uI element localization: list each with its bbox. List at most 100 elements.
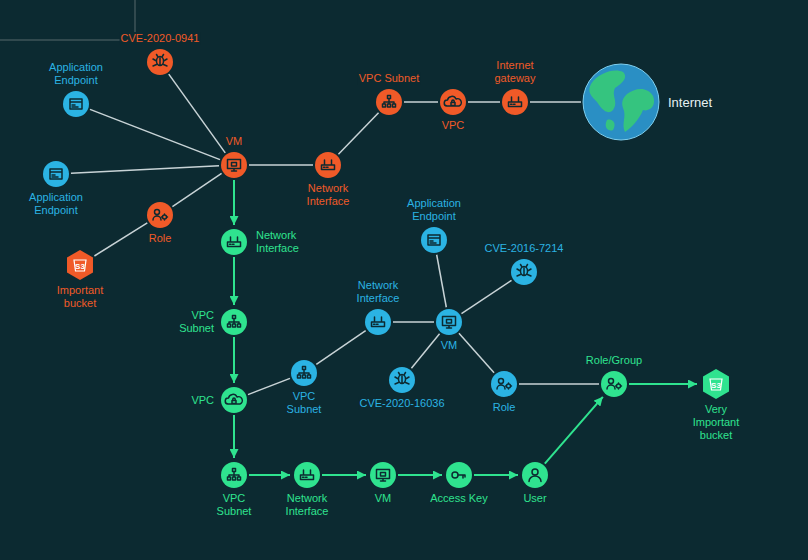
attack-path-arrow	[233, 257, 235, 305]
router-icon	[294, 462, 320, 488]
link-line	[338, 113, 378, 154]
endpoint-node: Application Endpoint	[421, 227, 447, 253]
node-label: Network Interface	[255, 229, 313, 255]
globe-icon	[583, 64, 659, 140]
endpoint-node: Application Endpoint	[43, 161, 69, 187]
link-line	[393, 321, 434, 323]
node-label: Network Interface	[347, 279, 409, 305]
node-label: Access Key	[429, 492, 488, 505]
bug-icon	[511, 259, 537, 285]
router-node: Network Interface	[315, 152, 341, 178]
bucket-mark: S3	[75, 262, 85, 271]
node-label: VPC Subnet	[173, 309, 215, 335]
node-label: VPC	[441, 119, 466, 132]
user-icon	[522, 462, 548, 488]
node-label: CVE-2016-7214	[484, 242, 565, 255]
router-node: Network Interface	[221, 229, 247, 255]
node-label: Important bucket	[49, 284, 111, 310]
router-icon	[315, 152, 341, 178]
role-node: Role/Group	[601, 371, 627, 397]
attack-path-arrow	[398, 474, 442, 476]
subnet-icon	[221, 462, 247, 488]
node-label: VM	[440, 339, 459, 352]
node-label: User	[522, 492, 547, 505]
endpoint-icon	[63, 91, 89, 117]
link-line	[90, 109, 220, 159]
vm-icon	[436, 309, 462, 335]
role-icon	[147, 202, 173, 228]
link-line	[411, 334, 439, 369]
vpc-node: VPC	[221, 387, 247, 413]
role-node: Role	[147, 202, 173, 228]
vm-icon	[221, 152, 247, 178]
router-node: Internet gateway	[502, 89, 528, 115]
node-label: Very Important bucket	[687, 403, 745, 442]
link-line	[519, 383, 599, 385]
node-label: VPC	[190, 394, 215, 407]
attack-path-arrow	[233, 337, 235, 383]
attack-path-arrow	[629, 383, 697, 385]
node-label: VM	[225, 135, 244, 148]
bug-icon	[389, 367, 415, 393]
node-label: VPC Subnet	[283, 390, 325, 416]
node-label: VM	[374, 492, 393, 505]
user-node: User	[522, 462, 548, 488]
node-label: Role/Group	[585, 354, 643, 367]
key-node: Access Key	[446, 462, 472, 488]
attack-path-arrow	[545, 397, 603, 464]
router-icon	[365, 309, 391, 335]
vm-node: VM	[221, 152, 247, 178]
link-line	[172, 173, 221, 206]
vpc-node: VPC	[440, 89, 466, 115]
attack-path-arrow	[249, 474, 290, 476]
node-label: Role	[148, 232, 173, 245]
node-label: Application Endpoint	[20, 191, 92, 217]
node-label: Application Endpoint	[40, 61, 112, 87]
node-label: CVE-2020-0941	[120, 32, 201, 45]
bucket-node: Very Important bucketS3	[701, 369, 731, 399]
subnet-icon	[376, 89, 402, 115]
router-node: Network Interface	[294, 462, 320, 488]
endpoint-icon	[43, 161, 69, 187]
bucket-mark: S3	[711, 381, 721, 390]
vm-node: VM	[436, 309, 462, 335]
node-label: Role	[492, 401, 517, 414]
vpc-icon	[221, 387, 247, 413]
link-line	[459, 333, 494, 373]
link-line	[316, 331, 365, 365]
endpoint-icon	[421, 227, 447, 253]
subnet-node: VPC Subnet	[221, 309, 247, 335]
attack-path-arrow	[233, 180, 235, 225]
router-node: Network Interface	[365, 309, 391, 335]
vpc-icon	[440, 89, 466, 115]
node-label: Application Endpoint	[398, 197, 470, 223]
role-icon	[491, 371, 517, 397]
role-icon	[601, 371, 627, 397]
node-label: VPC Subnet	[213, 492, 255, 518]
bug-node: CVE-2016-7214	[511, 259, 537, 285]
bug-icon	[147, 49, 173, 75]
link-line	[404, 101, 438, 103]
node-label: CVE-2020-16036	[358, 397, 445, 410]
link-line	[249, 164, 313, 166]
node-label: Network Interface	[276, 492, 338, 518]
corner-rule	[0, 0, 135, 40]
subnet-node: VPC Subnet	[291, 360, 317, 386]
bucket-node: Important bucketS3	[65, 250, 95, 280]
endpoint-node: Application Endpoint	[63, 91, 89, 117]
attack-path-arrow	[322, 474, 366, 476]
attack-path-arrow	[233, 415, 235, 458]
vm-node: VM	[370, 462, 396, 488]
node-label: Internet gateway	[486, 59, 544, 85]
router-icon	[502, 89, 528, 115]
node-label: VPC Subnet	[358, 72, 421, 85]
bug-node: CVE-2020-0941	[147, 49, 173, 75]
globe-node: Internet	[583, 64, 659, 140]
subnet-icon	[221, 309, 247, 335]
subnet-icon	[291, 360, 317, 386]
link-line	[437, 255, 447, 307]
subnet-node: VPC Subnet	[221, 462, 247, 488]
subnet-node: VPC Subnet	[376, 89, 402, 115]
node-label: Internet	[667, 95, 713, 110]
link-line	[530, 101, 581, 103]
